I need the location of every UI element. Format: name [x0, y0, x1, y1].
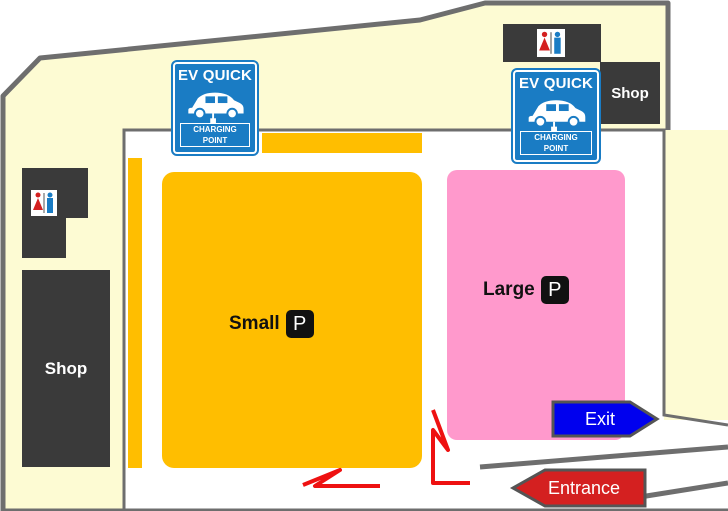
- parking-p-badge: P: [285, 310, 314, 338]
- large-zone-label: Large P: [483, 276, 569, 304]
- restroom-right: [503, 24, 601, 62]
- parking-p-badge: P: [540, 276, 569, 304]
- shop-left: Shop: [22, 270, 110, 467]
- shop-right: Shop: [600, 62, 660, 124]
- restroom-icon: [537, 29, 565, 57]
- restroom-left: [22, 168, 88, 258]
- exit-text: Exit: [584, 408, 615, 429]
- ev-car-charger-icon: [188, 92, 244, 124]
- entrance-text: Entrance: [547, 477, 621, 498]
- small-zone-text: Small: [229, 313, 280, 334]
- parking-strip-top: [262, 133, 422, 153]
- entrance-label: Entrance: [525, 470, 643, 506]
- road-line-lower: [639, 480, 728, 500]
- ev-charging-sign-left: EV QUICK CHARGING POINT: [171, 60, 259, 156]
- exit-label: Exit: [555, 402, 645, 436]
- road-line-upper: [479, 444, 728, 470]
- restroom-icon: [31, 190, 57, 216]
- ev-sign-left-title: EV QUICK: [177, 67, 253, 84]
- shop-left-label: Shop: [44, 358, 88, 378]
- parking-strip-left: [128, 158, 142, 468]
- ev-charging-sign-right: EV QUICK CHARGING POINT: [511, 68, 601, 164]
- large-zone-text: Large: [483, 279, 535, 300]
- ev-car-charger-icon: [528, 100, 586, 132]
- ev-sign-left-subtitle: CHARGING POINT: [180, 123, 250, 147]
- ev-sign-right-subtitle: CHARGING POINT: [520, 131, 592, 155]
- ev-sign-right-title: EV QUICK: [518, 75, 594, 92]
- guide-line-right: [431, 409, 470, 485]
- exit-arrow-shape: [551, 400, 660, 438]
- shop-right-label: Shop: [611, 84, 649, 102]
- entrance-arrow-shape: [509, 468, 647, 508]
- guide-line-left: [302, 468, 380, 488]
- lot-boundary-line: [122, 128, 728, 511]
- small-zone-label: Small P: [229, 310, 314, 338]
- large-vehicle-zone: [447, 170, 625, 440]
